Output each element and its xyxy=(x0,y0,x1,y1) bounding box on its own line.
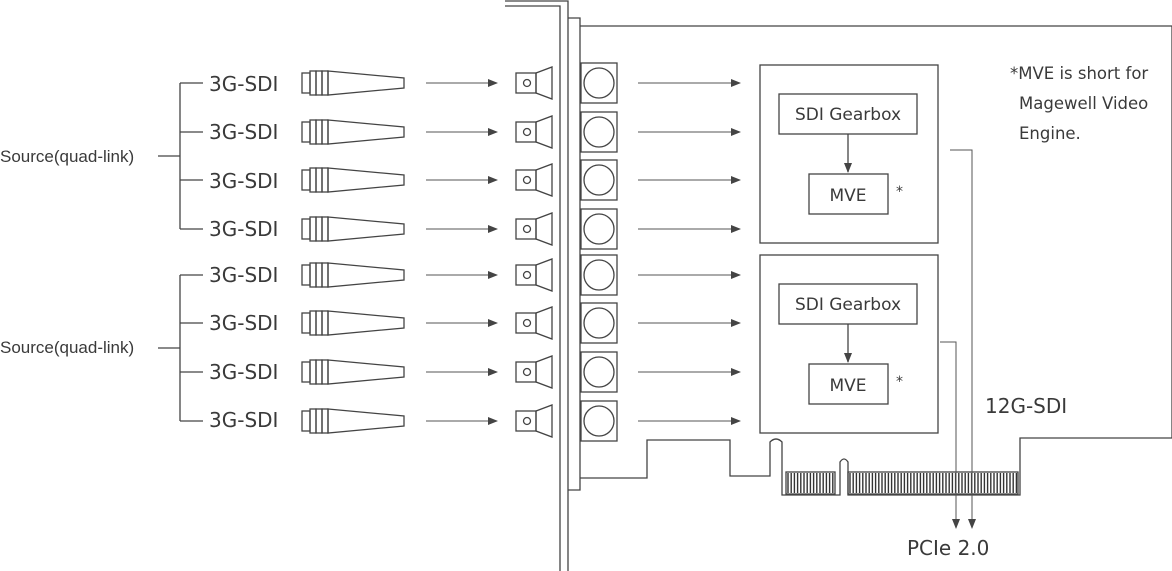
bnc-pin xyxy=(522,127,532,137)
input-label: 3G-SDI xyxy=(209,263,278,287)
mve-note: *MVE is short for Magewell Video Engine. xyxy=(1010,64,1148,143)
output-line-1 xyxy=(950,149,976,529)
source-bracket xyxy=(158,274,203,422)
bnc-flange xyxy=(535,212,553,246)
card-port xyxy=(580,159,618,201)
input-label: 3G-SDI xyxy=(209,360,278,384)
bnc-flange xyxy=(535,115,553,149)
card-port xyxy=(580,62,618,104)
bnc-flange xyxy=(535,306,553,340)
bnc-connector xyxy=(515,72,537,94)
gearbox-label: SDI Gearbox xyxy=(795,295,901,315)
card-port xyxy=(580,111,618,153)
note-line: Magewell Video xyxy=(1019,94,1148,113)
cable-plug xyxy=(301,167,405,193)
bnc-connector xyxy=(515,361,537,383)
pcie-gold-finger xyxy=(785,471,1019,495)
card-port-ring xyxy=(583,356,615,388)
bnc-pin xyxy=(522,175,532,185)
card-port xyxy=(580,400,618,442)
cable-plug xyxy=(301,119,405,145)
card-port xyxy=(580,254,618,296)
bnc-pin xyxy=(522,270,532,280)
card-port-ring xyxy=(583,259,615,291)
note-line: *MVE is short for xyxy=(1010,64,1148,83)
output-line-2 xyxy=(940,341,960,529)
input-label: 3G-SDI xyxy=(209,217,278,241)
bus-label: PCIe 2.0 xyxy=(907,536,989,560)
engine-frame xyxy=(759,254,939,434)
mve-label: MVE xyxy=(829,376,866,396)
cable-plug xyxy=(301,216,405,242)
card-bracket xyxy=(505,0,581,571)
input-rows: 3G-SDI 3G-SDI 3G-SDI 3G-SDI 3G-SDI 3G-SD… xyxy=(209,62,741,442)
card-port-ring xyxy=(583,116,615,148)
input-label: 3G-SDI xyxy=(209,408,278,432)
bnc-connector xyxy=(515,218,537,240)
engine-block-1: SDI Gearbox MVE * xyxy=(759,64,939,244)
input-label: 3G-SDI xyxy=(209,169,278,193)
card-pcb xyxy=(580,25,1172,496)
card-port xyxy=(580,351,618,393)
cable-plug xyxy=(301,359,405,385)
cable-plug xyxy=(301,262,405,288)
mve-box xyxy=(808,363,889,405)
pcie-pin-strip-long xyxy=(847,471,1019,495)
source-label: Source(quad-link) xyxy=(0,147,134,166)
card-port xyxy=(580,302,618,344)
cable-plug xyxy=(301,310,405,336)
bnc-flange xyxy=(535,163,553,197)
bnc-pin xyxy=(522,224,532,234)
card-port-ring xyxy=(583,307,615,339)
bnc-connector xyxy=(515,410,537,432)
bnc-flange xyxy=(535,404,553,438)
bnc-flange xyxy=(535,66,553,100)
input-label: 3G-SDI xyxy=(209,120,278,144)
bnc-connector xyxy=(515,169,537,191)
card-port-ring xyxy=(583,164,615,196)
card-port-ring xyxy=(583,213,615,245)
capture-card xyxy=(505,0,1172,571)
bnc-connector xyxy=(515,264,537,286)
bnc-connector xyxy=(515,312,537,334)
mve-asterisk: * xyxy=(896,374,903,390)
source-group-2: Source(quad-link) xyxy=(0,274,203,422)
pcie-pin-strip-short xyxy=(785,471,836,495)
source-label: Source(quad-link) xyxy=(0,338,134,357)
card-port-ring xyxy=(583,405,615,437)
mve-label: MVE xyxy=(829,186,866,206)
bnc-flange xyxy=(535,355,553,389)
source-bracket xyxy=(158,82,203,230)
card-port xyxy=(580,208,618,250)
bnc-flange xyxy=(535,258,553,292)
output-label: 12G-SDI xyxy=(985,394,1067,418)
input-label: 3G-SDI xyxy=(209,72,278,96)
card-port-ring xyxy=(583,67,615,99)
source-group-1: Source(quad-link) xyxy=(0,82,203,230)
mve-asterisk: * xyxy=(896,184,903,200)
bnc-pin xyxy=(522,416,532,426)
cable-plug xyxy=(301,408,405,434)
bnc-connector xyxy=(515,121,537,143)
bnc-pin xyxy=(522,367,532,377)
engine-frame xyxy=(759,64,939,244)
engine-block-2: SDI Gearbox MVE * xyxy=(759,254,939,434)
bnc-pin xyxy=(522,318,532,328)
bnc-pin xyxy=(522,78,532,88)
gearbox-label: SDI Gearbox xyxy=(795,105,901,125)
mve-box xyxy=(808,173,889,215)
note-line: Engine. xyxy=(1019,124,1081,143)
cable-plug xyxy=(301,70,405,96)
input-label: 3G-SDI xyxy=(209,311,278,335)
